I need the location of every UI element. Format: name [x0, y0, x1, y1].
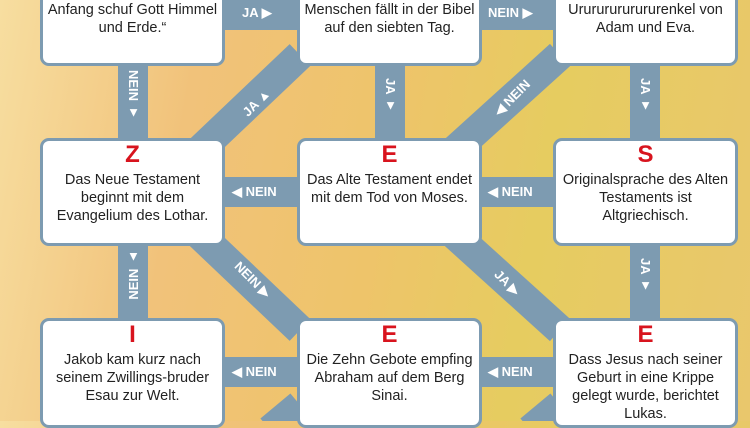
question-text: Das Neue Testament beginnt mit dem Evang… [56, 172, 209, 224]
question-text: Noah ist laut Bibel ein Urururururururen… [568, 2, 723, 36]
question-text: Die Bibel beginnt so: „Am Anfang schuf G… [47, 2, 218, 36]
question-text: Das Alte Testament endet mit dem Tod von… [307, 172, 472, 206]
arrow-label-ja: JA ▼ [383, 78, 398, 113]
arrow-label-nein: NEIN ▲ [126, 250, 141, 300]
arrow-label-nein: ◀ NEIN [488, 364, 533, 379]
solution-letter: I [129, 321, 136, 348]
solution-letter: Z [125, 141, 140, 168]
question-box: Die Bibel beginnt so: „Am Anfang schuf G… [40, 0, 225, 66]
solution-letter: E [381, 141, 398, 168]
question-box: E Die Zehn Gebote empfing Abraham auf dem… [297, 318, 482, 428]
question-box: Z Das Neue Testament beginnt mit dem Evan… [40, 138, 225, 246]
arrow-label-nein: ◀ NEIN [232, 184, 277, 199]
arrow-label-nein: NEIN ▶ [488, 5, 533, 20]
question-box: Die Schaffung des Menschen fällt in der … [297, 0, 482, 66]
arrow-label-nein: ◀ NEIN [232, 364, 277, 379]
arrow-label-nein: ◀ NEIN [488, 184, 533, 199]
arrow-label-ja: JA ▶ [242, 5, 272, 20]
question-text: Die Zehn Gebote empfing Abraham auf dem … [306, 352, 473, 404]
question-text: Originalsprache des Alten Testaments ist… [562, 172, 729, 224]
question-text: Die Schaffung des Menschen fällt in der … [304, 2, 475, 36]
question-text: Dass Jesus nach seiner Geburt in eine Kr… [568, 352, 723, 422]
question-box: S Originalsprache des Alten Testaments is… [553, 138, 738, 246]
solution-letter: S [637, 141, 654, 168]
arrow-label-ja: JA ▼ [638, 78, 653, 113]
question-box: E Dass Jesus nach seiner Geburt in eine K… [553, 318, 738, 428]
arrow-label-ja: JA ▼ [638, 258, 653, 293]
question-box: E Das Alte Testament endet mit dem Tod vo… [297, 138, 482, 246]
question-box: I Jakob kam kurz nach seinem Zwillings-br… [40, 318, 225, 428]
arrow-label-nein: NEIN ▼ [126, 70, 141, 120]
solution-letter: E [381, 321, 398, 348]
question-box: Noah ist laut Bibel ein Urururururururen… [553, 0, 738, 66]
question-text: Jakob kam kurz nach seinem Zwillings-bru… [55, 352, 210, 404]
solution-letter: E [637, 321, 654, 348]
